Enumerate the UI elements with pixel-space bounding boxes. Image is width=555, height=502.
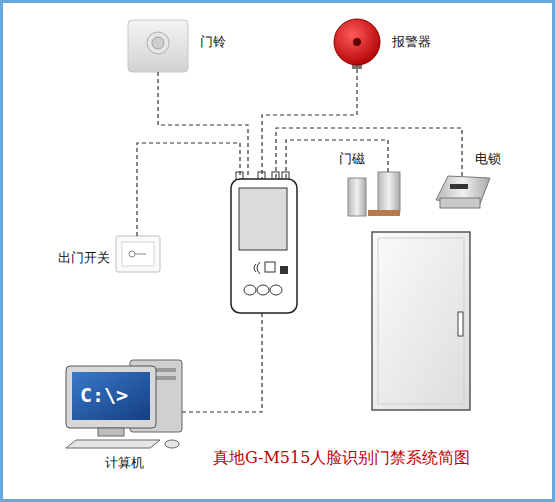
computer-label: 计算机 <box>105 455 144 471</box>
signal-wire <box>158 72 248 179</box>
alarm: 报警器 <box>334 19 380 69</box>
electric-lock-label: 电锁 <box>475 151 501 167</box>
doorbell-label: 门铃 <box>200 34 226 50</box>
signal-wire <box>182 313 262 412</box>
access-controller <box>231 179 297 313</box>
signal-wire <box>276 128 462 179</box>
computer: C:\>计算机 <box>66 360 182 436</box>
signal-wire <box>137 143 240 236</box>
electric-lock: 电锁 <box>436 176 490 208</box>
doorbell: 门铃 <box>128 20 188 72</box>
exit-switch-label: 出门开关 <box>58 250 110 266</box>
caption: 真地G-M515人脸识别门禁系统简图 <box>213 448 470 468</box>
exit-switch: 出门开关 <box>116 236 160 272</box>
door-sensor-label: 门磁 <box>339 151 365 167</box>
signal-wire <box>286 140 388 179</box>
computer-screen-text-label: C:\> <box>80 384 128 406</box>
door-sensor: 门磁 <box>348 172 400 216</box>
alarm-label: 报警器 <box>392 34 431 50</box>
